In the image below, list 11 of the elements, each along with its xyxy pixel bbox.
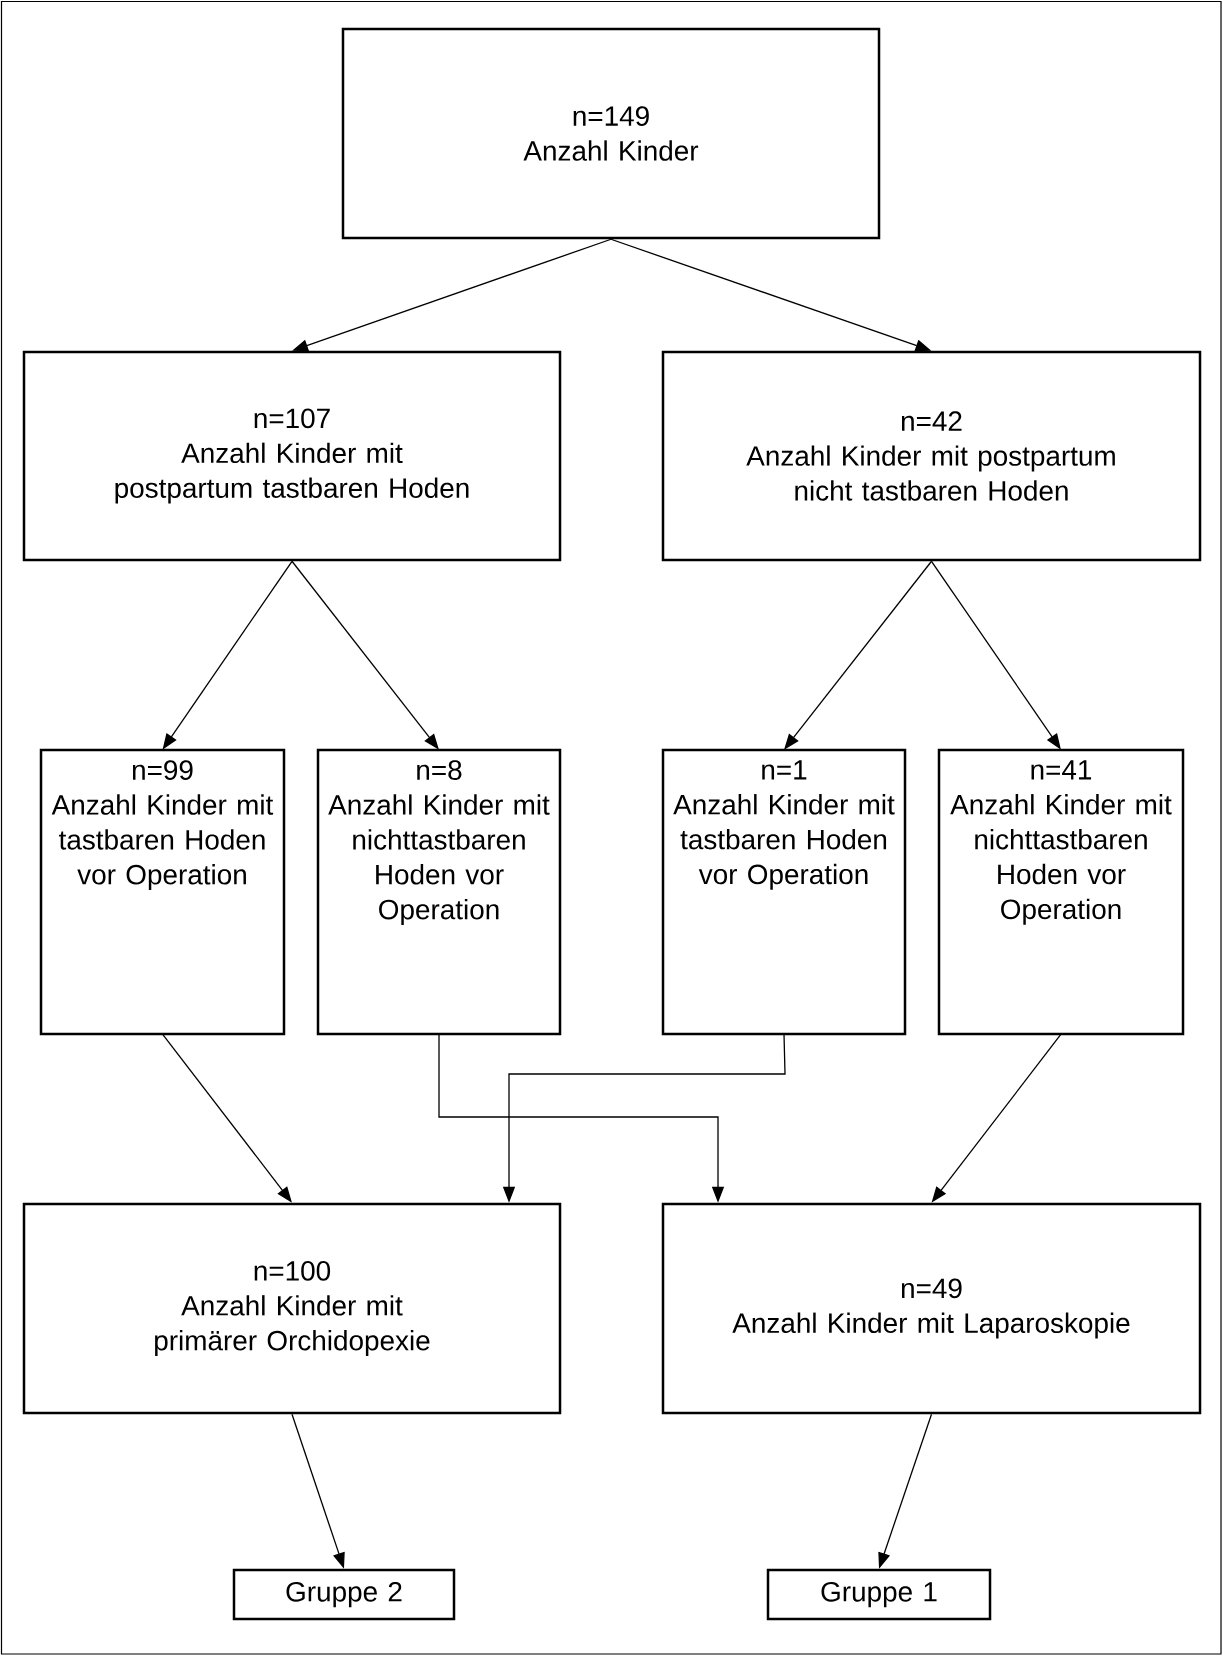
group-box: Gruppe 2	[232, 1568, 456, 1621]
process-box: n=99 Anzahl Kinder mit tastbaren Hoden vor Operation	[39, 748, 286, 1036]
process-box: n=149 Anzahl Kinder	[341, 27, 881, 240]
process-box: n=42 Anzahl Kinder mit postpartum nicht tastbaren Hoden	[661, 350, 1202, 562]
process-box: n=8 Anzahl Kinder mit nichttastbaren Hoden vor Operation	[316, 748, 562, 1036]
process-box: n=100 Anzahl Kinder mit primärer Orchidopexie	[22, 1202, 562, 1415]
group-box: Gruppe 1	[766, 1568, 992, 1621]
process-box: n=49 Anzahl Kinder mit Laparoskopie	[661, 1202, 1202, 1415]
process-box: n=41 Anzahl Kinder mit nichttastbaren Hoden vor Operation	[937, 748, 1185, 1036]
process-box: n=1 Anzahl Kinder mit tastbaren Hoden vor Operation	[661, 748, 907, 1036]
process-box: n=107 Anzahl Kinder mit postpartum tastbaren Hoden	[22, 350, 562, 562]
